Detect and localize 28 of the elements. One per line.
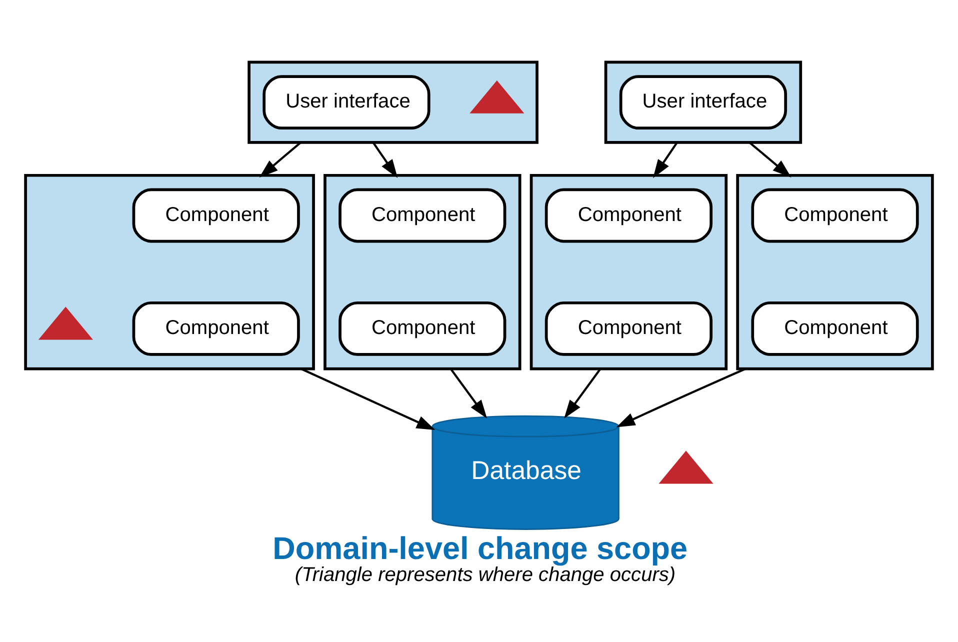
arrow: [372, 141, 398, 178]
cluster: [24, 173, 315, 370]
node-box: Component: [751, 300, 919, 356]
node-box: User interface: [619, 74, 788, 130]
arrow: [564, 368, 602, 418]
node-box: Component: [132, 300, 300, 356]
arrow: [450, 368, 488, 418]
node-box: Component: [751, 188, 919, 242]
node-box: Component: [132, 188, 300, 242]
arrow: [259, 141, 302, 177]
cluster: [324, 173, 522, 370]
cluster: [736, 173, 934, 370]
node-box: User interface: [262, 74, 430, 130]
node-triangle: [470, 80, 524, 113]
diagram-title: Domain-level change scope: [272, 529, 688, 566]
arrow: [300, 367, 436, 430]
arrow: [748, 141, 792, 177]
node-box: Component: [338, 188, 506, 242]
node-box: Component: [544, 188, 713, 242]
cluster: [248, 60, 538, 144]
node-box: Component: [338, 300, 506, 356]
arrow: [653, 141, 678, 178]
arrow: [616, 367, 746, 427]
cluster: [604, 60, 802, 144]
node-triangle: [38, 306, 93, 340]
cluster: [530, 173, 728, 370]
node-triangle: [658, 450, 714, 484]
node-box: Component: [544, 300, 713, 356]
